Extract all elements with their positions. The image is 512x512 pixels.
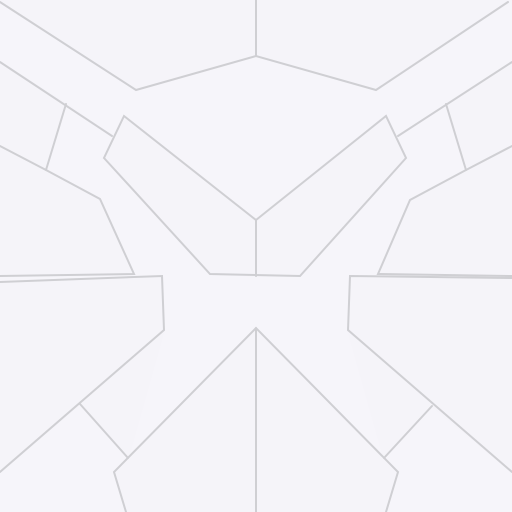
- edge: [383, 405, 433, 459]
- edge: [445, 103, 467, 171]
- edge: [346, 274, 512, 473]
- edge: [102, 114, 408, 278]
- edge: [0, 274, 166, 473]
- edge: [0, 145, 136, 277]
- edge: [79, 403, 129, 459]
- edge: [376, 145, 512, 277]
- edge: [0, 1, 509, 92]
- edge: [0, 61, 113, 137]
- edge: [45, 103, 67, 171]
- edge: [397, 61, 512, 137]
